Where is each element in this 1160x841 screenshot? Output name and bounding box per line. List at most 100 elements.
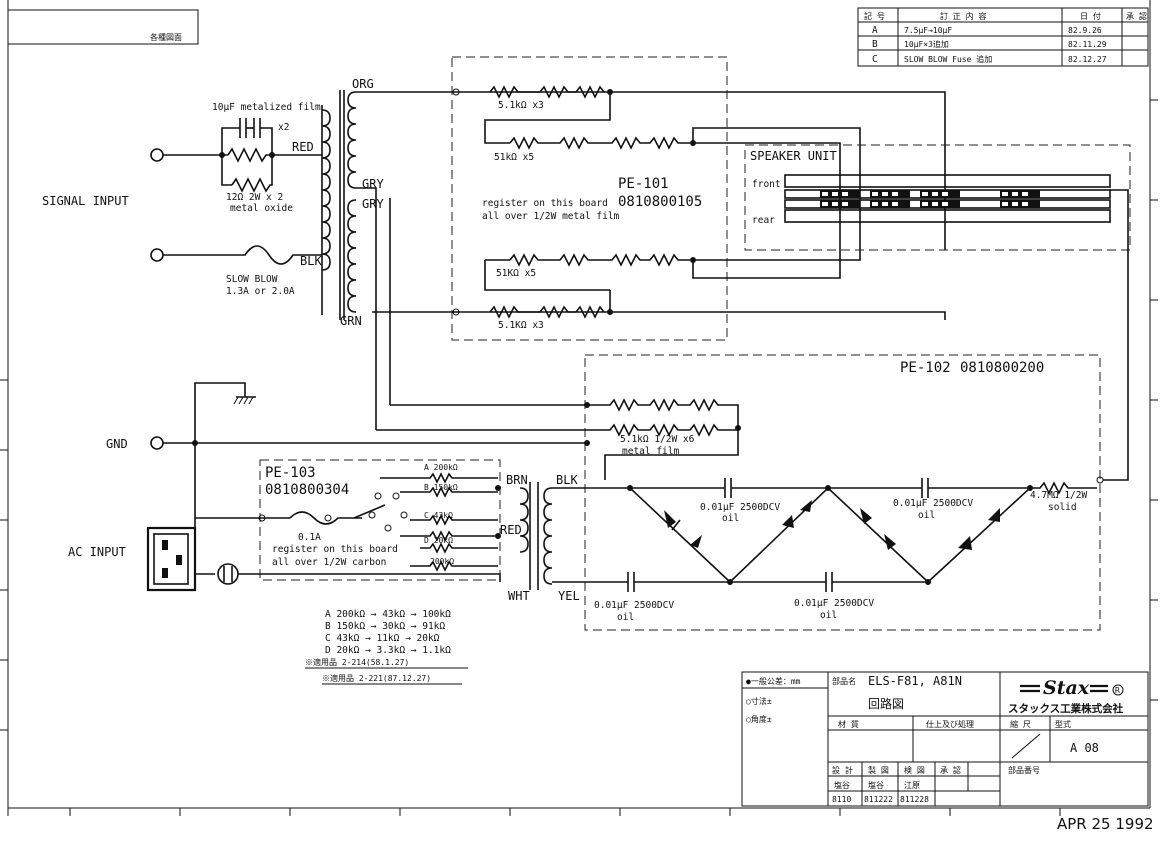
rev-a-mark: A [872,25,878,36]
pe103-label: PE-103 [265,465,316,481]
ang-tolerance-label: ○角度± [746,714,772,724]
rev-b-content: 10μF×3追加 [904,39,949,49]
cap-c4-label: 0.01μF 2500DCV [794,598,874,609]
rev-c-date: 82.12.27 [1068,55,1107,64]
pe101-r3-label: 51KΩ x5 [496,268,536,279]
hv-wire-blk-label: BLK [556,473,578,487]
pe101-board-outline [451,56,728,341]
res-note-line1: 12Ω 2W x 2 [226,192,283,203]
signal-terminal-cold [150,248,164,262]
slow-blow-label: SLOW BLOW [226,274,278,285]
rev-header-date: 日 付 [1080,11,1101,21]
res-4m7-type: solid [1048,502,1077,513]
ac-inlet-connector [146,526,197,592]
rev-header-content: 訂 正 内 容 [940,11,986,21]
pe102-label: PE-102 [900,360,951,376]
pe102-resistor-row-1 [390,398,739,428]
stax-logo: Stax R [1020,677,1124,699]
pe102-resistor-row-2 [376,423,738,437]
wire-blk-label: BLK [300,254,322,268]
pe103-note-line1: register on this board [272,544,398,555]
speaker-unit-label: SPEAKER UNIT [750,149,837,163]
pe102-res-label-2: metal film [622,446,679,457]
title-block: ●一般公差：mm ○寸法± ○角度± 部品名 ELS-F81, A81N 回路図… [741,671,1149,807]
dim-tolerance-label: ○寸法± [746,696,772,706]
drawing-name: 回路図 [868,696,904,711]
gnd-label: GND [106,437,128,451]
drafting-date: 811222 [864,795,893,804]
pe101-resistor-chain-2 [509,136,690,150]
designer-name: 塩谷 [834,780,850,790]
tap-legend-d: D 20kΩ → 3.3kΩ → 1.1kΩ [325,645,451,656]
part-number-label: 部品番号 [1008,765,1040,775]
tap-a-label: A 200kΩ [424,463,458,472]
svg-text:R: R [1115,686,1120,695]
pe101-note-line1: register on this board [482,198,608,209]
chassis-ground-wire [194,382,246,443]
wire-red-label: RED [292,140,314,154]
voltage-selector-switch [353,492,408,532]
hv-transformer [519,482,553,590]
rev-header-approve: 承 認 [1126,11,1147,21]
pe101-code: 0810800105 [618,194,702,210]
pe101-resistor-chain-4 [489,305,605,319]
speaker-rear-label: rear [752,215,775,226]
wire-gry-label-1: GRY [362,177,384,191]
cap-c3-label: 0.01μF 2500DCV [594,600,674,611]
fuse-0p1a [289,511,362,525]
slow-blow-fuse [163,245,322,265]
pe101-resistor-chain-3 [509,253,690,267]
tap-note-b: ※適用品 2-221(87.12.27) [322,673,431,683]
signal-input-label: SIGNAL INPUT [42,194,129,208]
hv-wire-brn-label: BRN [506,473,528,487]
frame-ticks [0,99,1158,816]
tolerance-header: ●一般公差：mm [746,676,801,686]
cap-note-line1: 10μF metalized film [212,102,321,113]
slow-blow-value: 1.3A or 2.0A [226,286,295,297]
cap-c1-label: 0.01μF 2500DCV [700,502,780,513]
tap-note-a: ※適用品 2-214(58.1.27) [305,657,409,667]
tap-b-label: B 150kΩ [424,483,458,492]
pe103-fuse-label: 0.1A [298,532,321,543]
design-label: 設 計 [832,765,853,775]
scale-label: 縮 尺 [1010,719,1031,729]
tap-e-label: 200kΩ [430,557,454,566]
cap-c1-type: oil [722,513,739,524]
rev-c-mark: C [872,54,878,65]
part-name-value: ELS-F81, A81N [868,674,962,688]
part-name-label: 部品名 [832,676,856,686]
tap-legend-b: B 150kΩ → 30kΩ → 91kΩ [325,621,445,632]
pe103-note-line2: all over 1/2W carbon [272,557,386,568]
cap-c4-type: oil [820,610,837,621]
material-label: 材 質 [838,719,859,729]
speaker-front-label: front [752,179,781,190]
ac-input-label: AC INPUT [68,545,126,559]
company-name: スタックス工業株式会社 [1008,702,1124,715]
gnd-terminal [150,436,164,450]
cap-c2-label: 0.01μF 2500DCV [893,498,973,509]
pe101-r2-label: 51kΩ x5 [494,152,534,163]
tap-legend-a: A 200kΩ → 43kΩ → 100kΩ [325,609,451,620]
pe101-note-line2: all over 1/2W metal film [482,211,620,222]
pe102-code: 0810800200 [960,360,1044,376]
pe102-board-outline [584,354,1101,631]
hv-wire-wht-label: WHT [508,589,530,603]
wire-org-label: ORG [352,77,374,91]
approve-label: 承 認 [940,765,961,775]
tap-c-label: C 43kΩ [424,511,453,520]
tap-legend-c: C 43kΩ → 11kΩ → 20kΩ [325,633,440,644]
hv-wire-red-label: RED [500,523,522,537]
pe101-label: PE-101 [618,176,669,192]
speaker-panels [784,174,1111,223]
cap-note-line2: x2 [278,122,289,133]
hv-wire-yel-label: YEL [558,589,580,603]
wire-grn-label: GRN [340,314,362,328]
pe102-res-label-1: 5.1kΩ 1/2W x6 [620,434,695,445]
res-4m7-label: 4.7MΩ 1/2W [1030,490,1087,501]
ac-lamp-icon [217,563,239,585]
check-date: 811228 [900,795,929,804]
output-transformer [321,90,357,320]
model-value: A 08 [1070,741,1099,755]
